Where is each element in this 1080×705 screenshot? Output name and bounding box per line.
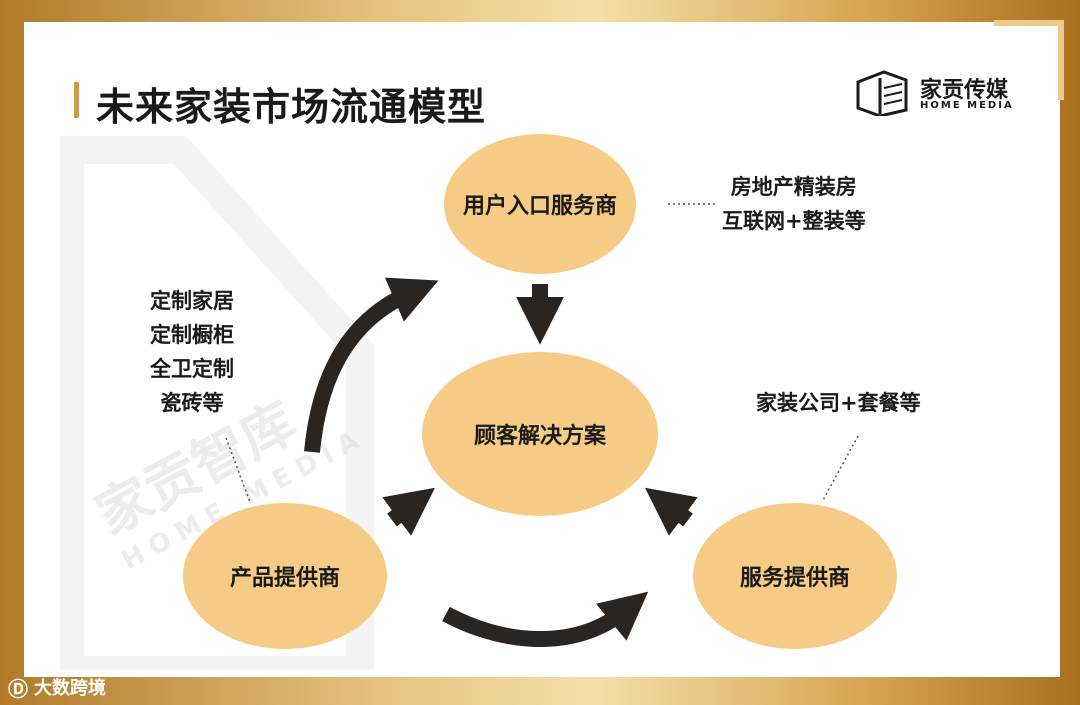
note-entry-line: 互联网+整装等 [722, 209, 866, 233]
brand-mark-icon: Ⓓ [8, 676, 28, 701]
footer-watermark: Ⓓ 大数跨境 [8, 674, 106, 701]
node-service [693, 503, 897, 649]
arrow-product-to-center [382, 487, 436, 536]
node-center [422, 352, 658, 516]
connector-service-note [821, 435, 859, 503]
node-product-label: 产品提供商 [229, 566, 341, 591]
footer-text: 大数跨境 [34, 678, 106, 699]
corner-bracket [994, 20, 1064, 100]
title-accent-bar [74, 82, 79, 118]
connector-product-note [225, 437, 251, 503]
node-service-label: 服务提供商 [739, 566, 851, 591]
note-product-line: 定制橱柜 [150, 323, 234, 347]
background-watermark-shape [60, 136, 374, 670]
note-entry: 房地产精装房 互联网+整装等 [722, 170, 866, 238]
page-title: 未来家装市场流通模型 [96, 85, 487, 129]
note-product-line: 瓷砖等 [160, 391, 224, 415]
node-entry [444, 134, 636, 274]
note-product-line: 全卫定制 [150, 357, 234, 381]
node-product [183, 503, 387, 649]
note-product-line: 定制家居 [150, 289, 234, 313]
arrow-product-to-service [442, 591, 649, 647]
note-service: 家装公司+套餐等 [756, 386, 921, 420]
note-product: 定制家居 定制橱柜 全卫定制 瓷砖等 [150, 284, 234, 420]
brand-logo: 家贡传媒 HOME MEDIA [854, 70, 1014, 116]
note-service-line: 家装公司+套餐等 [756, 391, 921, 415]
arrow-service-to-center [644, 487, 698, 536]
node-entry-label: 用户入口服务商 [462, 194, 618, 219]
node-center-label: 顾客解决方案 [473, 424, 607, 449]
logo-mark-icon [856, 70, 908, 116]
arrow-product-to-entry [304, 277, 439, 453]
logo-text-cn: 家贡传媒 [920, 78, 1009, 103]
note-entry-line: 房地产精装房 [730, 175, 857, 199]
logo-text-en: HOME MEDIA [920, 100, 1014, 111]
